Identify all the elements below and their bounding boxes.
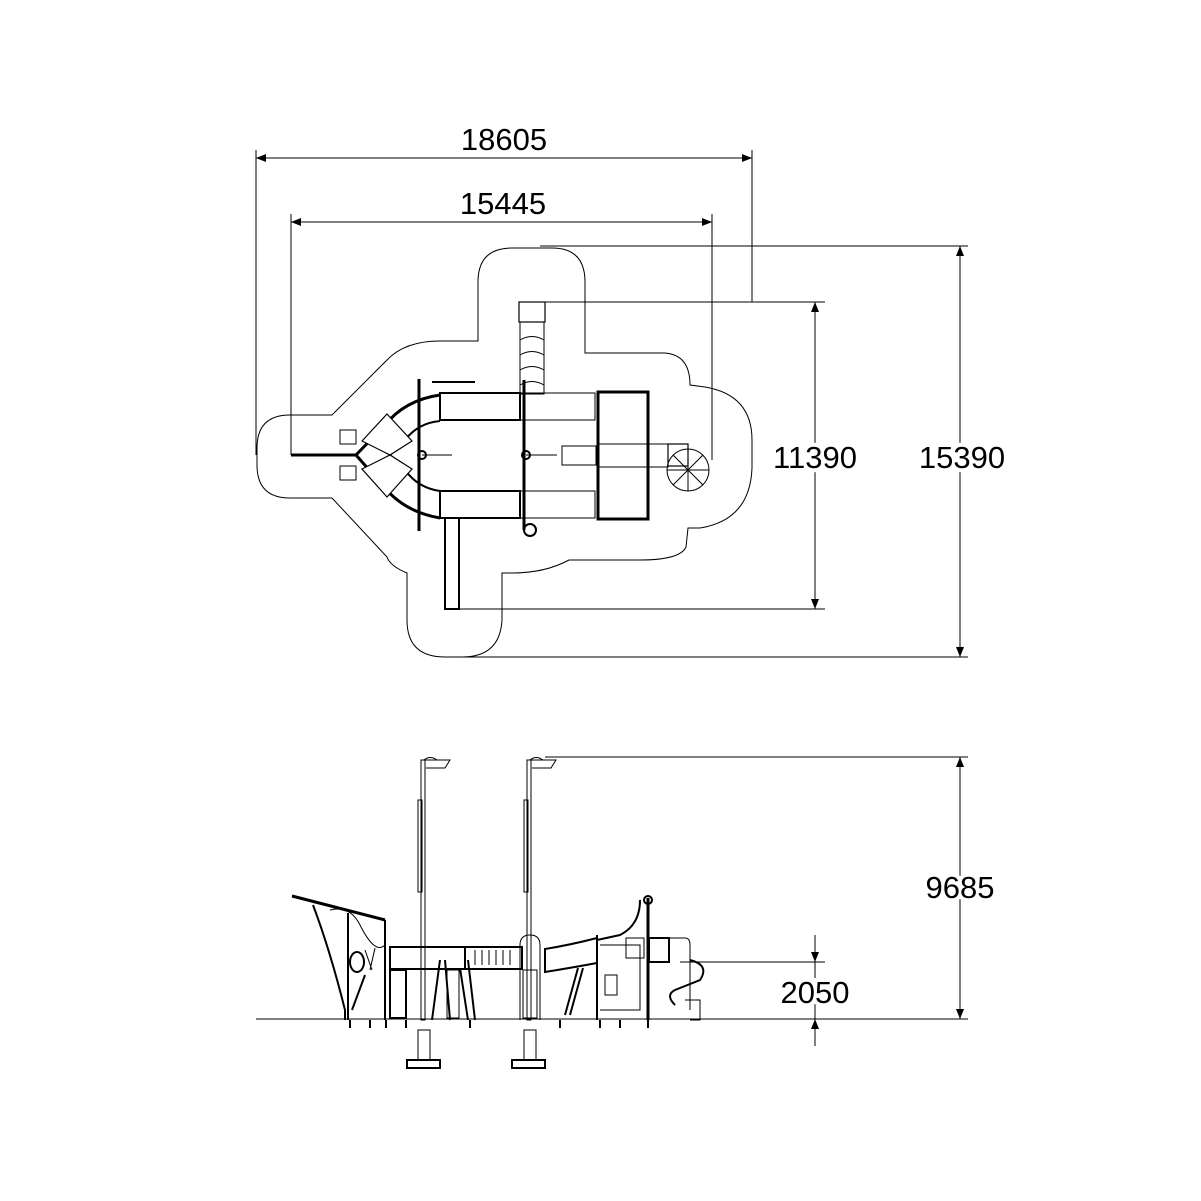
- play-structure-elevation: [291, 757, 705, 1069]
- dimension-overall-width: 15390: [919, 440, 1005, 475]
- dimension-overall-height: 9685: [926, 870, 995, 905]
- flag-icon: [423, 757, 451, 769]
- dimension-structure-length: 15445: [460, 186, 546, 221]
- safety-zone-outline: [256, 247, 753, 658]
- plan-view: 18605 15445 11390 15390: [255, 122, 1009, 658]
- dimension-platform-height: 2050: [781, 975, 850, 1010]
- extension-lines: [255, 150, 968, 658]
- dimension-overall-length: 18605: [461, 122, 547, 157]
- dimension-structure-width: 11390: [773, 440, 857, 475]
- main-mast: [511, 757, 557, 1069]
- flag-icon: [529, 757, 557, 769]
- play-structure-plan: [291, 301, 710, 610]
- front-mast: [406, 757, 451, 1069]
- elevation-view: 9685 2050: [256, 756, 998, 1069]
